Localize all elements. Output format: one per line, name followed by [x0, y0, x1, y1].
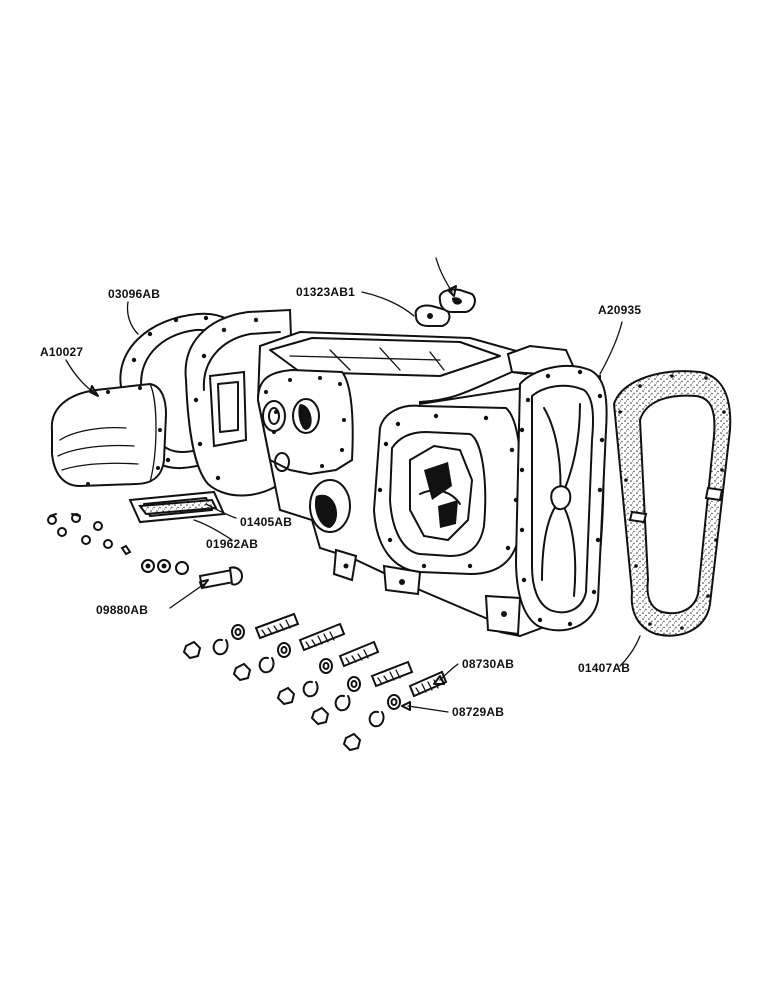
dowel-pin [198, 566, 244, 590]
stud-hardware [182, 612, 448, 752]
transmission-housing [184, 308, 608, 638]
label-01323ab1: 01323AB1 [296, 285, 355, 299]
label-01407ab: 01407AB [578, 661, 630, 675]
label-09880ab: 09880AB [96, 603, 148, 617]
label-01405ab: 01405AB [240, 515, 292, 529]
cover-plate [128, 490, 226, 524]
leader-lines [65, 257, 641, 713]
label-a20935: A20935 [598, 303, 641, 317]
rear-cover [50, 382, 168, 488]
part-labels: 03096AB A10027 01323AB1 A20935 01405AB 0… [40, 285, 641, 719]
label-08729ab: 08729AB [452, 705, 504, 719]
label-08730ab: 08730AB [462, 657, 514, 671]
label-03096ab: 03096AB [108, 287, 160, 301]
label-01962ab: 01962AB [206, 537, 258, 551]
small-hardware [47, 513, 189, 575]
front-gasket [612, 370, 732, 637]
plug-parts [414, 288, 476, 327]
stud-row [254, 612, 448, 698]
label-a10027: A10027 [40, 345, 83, 359]
